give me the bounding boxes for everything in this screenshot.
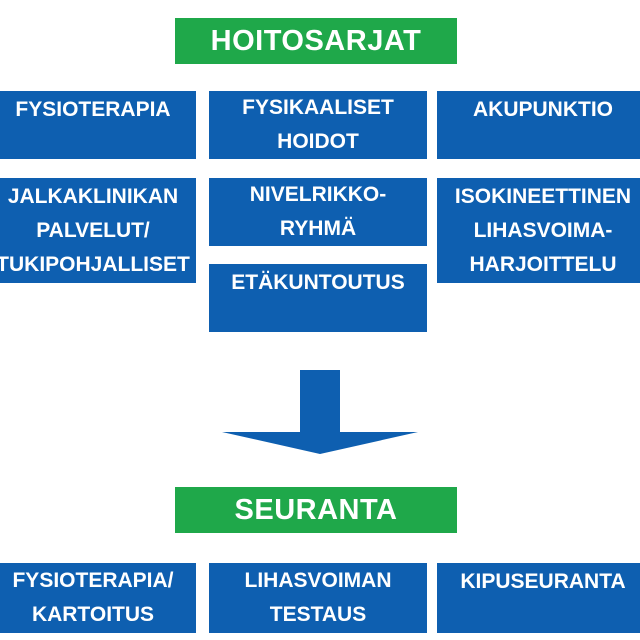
box-fysikaaliset-hoidot: FYSIKAALISET HOIDOT (209, 91, 427, 159)
box-fysioterapia: FYSIOTERAPIA (0, 91, 196, 159)
seuranta-header: SEURANTA (175, 487, 457, 533)
box-isokineettinen: ISOKINEETTINEN LIHASVOIMA- HARJOITTELU (437, 178, 640, 283)
box-nivelrikkoryhma: NIVELRIKKO- RYHMÄ (209, 178, 427, 246)
down-arrow-shape (222, 370, 418, 454)
hoitosarjat-header: HOITOSARJAT (175, 18, 457, 64)
box-etakuntoutus: ETÄKUNTOUTUS (209, 264, 427, 332)
box-fysioterapia-kartoitus: FYSIOTERAPIA/ KARTOITUS (0, 563, 196, 633)
box-akupunktio: AKUPUNKTIO (437, 91, 640, 159)
box-lihasvoiman-testaus: LIHASVOIMAN TESTAUS (209, 563, 427, 633)
box-kipuseuranta: KIPUSEURANTA (437, 563, 640, 633)
box-jalkaklinikan-palvelut: JALKAKLINIKAN PALVELUT/ TUKIPOHJALLISET (0, 178, 196, 283)
down-arrow-icon (222, 370, 418, 454)
